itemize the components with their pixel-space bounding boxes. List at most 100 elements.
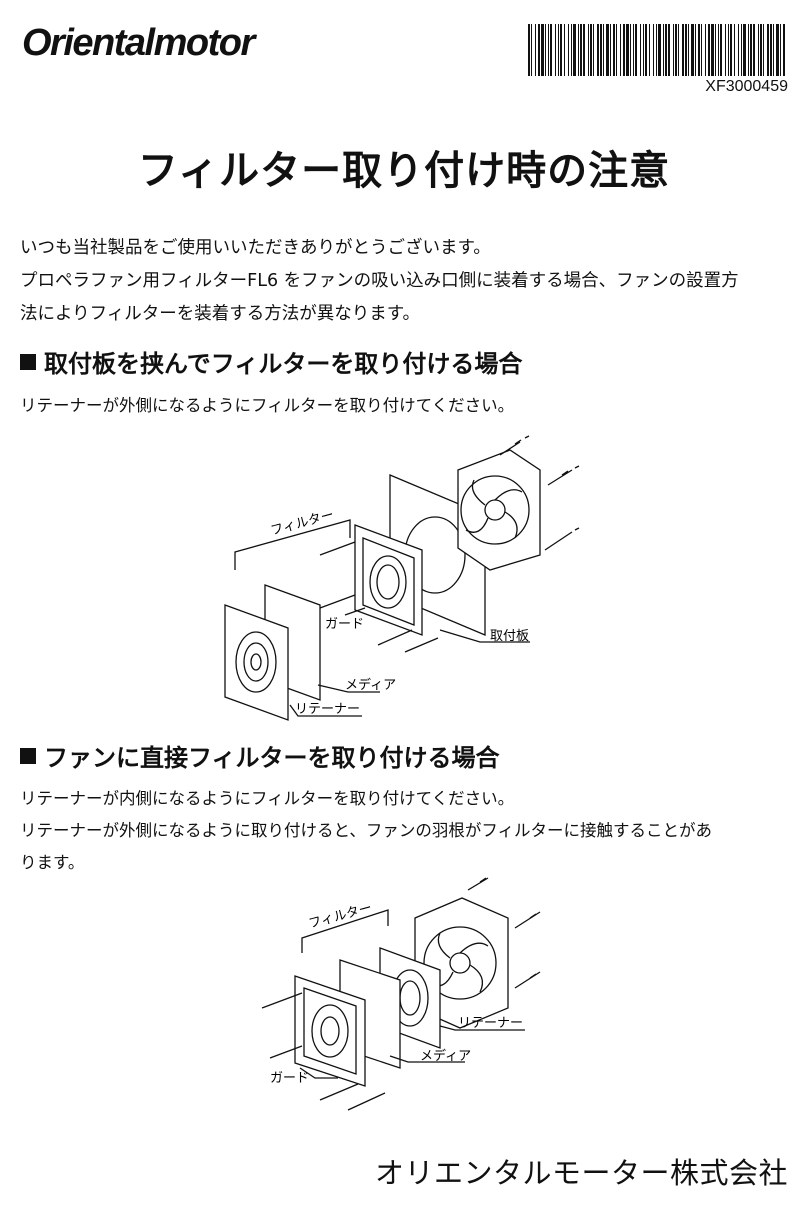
barcode-bar — [753, 24, 755, 76]
barcode-bar — [649, 24, 650, 76]
barcode-bar — [688, 24, 689, 76]
barcode-bar — [600, 24, 602, 76]
barcode-bar — [623, 24, 625, 76]
barcode-bar — [741, 24, 742, 76]
label-retainer: リテーナー — [458, 1016, 523, 1031]
barcode-bar — [573, 24, 576, 76]
brand-logo: Orientalmotor — [22, 22, 255, 64]
barcode-bar — [588, 24, 589, 76]
barcode-bar — [541, 24, 544, 76]
barcode-bar — [535, 24, 536, 76]
section2-heading: ファンに直接フィルターを取り付ける場合 — [20, 738, 500, 773]
barcode-bar — [708, 24, 710, 76]
intro-text: いつも当社製品をご使用いいただきありがとうございます。 プロペラファン用フィルタ… — [20, 232, 792, 331]
barcode-bar — [673, 24, 674, 76]
barcode-bar — [548, 24, 549, 76]
barcode-bar — [643, 24, 644, 76]
barcode-bar — [773, 24, 774, 76]
barcode-bar — [635, 24, 637, 76]
barcode-bar — [606, 24, 609, 76]
barcode-bar — [550, 24, 552, 76]
intro-line: プロペラファン用フィルターFL6 をファンの吸い込み口側に装着する場合、ファンの… — [20, 271, 739, 291]
barcode-bar — [583, 24, 585, 76]
section1-heading-text: 取付板を挟んでフィルターを取り付ける場合 — [44, 350, 523, 378]
barcode-bar — [633, 24, 634, 76]
barcode-bar — [776, 24, 779, 76]
barcode-bar — [705, 24, 706, 76]
company-name: オリエンタルモーター株式会社 — [374, 1156, 788, 1190]
barcode-bar — [645, 24, 647, 76]
barcode-bar — [658, 24, 661, 76]
barcode-bar — [663, 24, 664, 76]
barcode-bar — [738, 24, 739, 76]
barcode-bar — [531, 24, 532, 76]
note-line: リテーナーが内側になるようにフィルターを取り付けてください。 — [20, 789, 515, 808]
barcode-bar — [698, 24, 700, 76]
bullet-square-icon — [20, 354, 36, 370]
barcode-bar — [725, 24, 726, 76]
label-guard: ガード — [325, 617, 364, 632]
label-filter: フィルター — [269, 508, 335, 539]
barcode-bar — [763, 24, 764, 76]
label-filter: フィルター — [307, 901, 373, 932]
barcode-bar — [558, 24, 559, 76]
barcode-bar — [538, 24, 540, 76]
barcode-bar — [668, 24, 670, 76]
barcode-bar — [701, 24, 702, 76]
barcode-bar — [590, 24, 592, 76]
barcode-bar — [580, 24, 582, 76]
page-title: フィルター取り付け時の注意 — [137, 148, 671, 194]
barcode-bar — [720, 24, 722, 76]
barcode-bar — [613, 24, 615, 76]
section2-heading-text: ファンに直接フィルターを取り付ける場合 — [44, 744, 500, 772]
barcode-bar — [767, 24, 769, 76]
intro-line: 法によりフィルターを装着する方法が異なります。 — [20, 304, 421, 324]
barcode-bar — [568, 24, 569, 76]
barcode-bar — [656, 24, 657, 76]
document-code: XF3000459 — [705, 78, 788, 95]
barcode-bar — [626, 24, 629, 76]
barcode-bar — [675, 24, 677, 76]
barcode-bar — [610, 24, 611, 76]
barcode-bar — [685, 24, 687, 76]
barcode — [528, 24, 785, 76]
section1-heading: 取付板を挟んでフィルターを取り付ける場合 — [20, 344, 522, 379]
note-line: ります。 — [20, 853, 85, 872]
label-media: メディア — [345, 677, 396, 693]
diagram-mounting-plate: フィルター ガード 取付板 メディア リテーナー — [224, 435, 580, 721]
barcode-bar — [728, 24, 729, 76]
bullet-square-icon — [20, 748, 36, 764]
label-media: メディア — [420, 1048, 471, 1064]
label-retainer: リテーナー — [295, 702, 360, 717]
barcode-bar — [620, 24, 621, 76]
barcode-bar — [695, 24, 696, 76]
barcode-bar — [730, 24, 732, 76]
barcode-bar — [564, 24, 565, 76]
barcode-bar — [653, 24, 654, 76]
note-line: リテーナーが外側になるようにフィルターを取り付けてください。 — [20, 396, 515, 415]
barcode-bar — [748, 24, 749, 76]
barcode-bar — [715, 24, 716, 76]
label-guard: ガード — [270, 1071, 309, 1086]
barcode-bar — [665, 24, 667, 76]
section1-note: リテーナーが外側になるようにフィルターを取り付けてください。 — [20, 390, 792, 422]
barcode-bar — [528, 24, 530, 76]
barcode-bar — [616, 24, 617, 76]
barcode-bar — [758, 24, 759, 76]
barcode-bar — [630, 24, 631, 76]
barcode-bar — [640, 24, 641, 76]
barcode-bar — [678, 24, 679, 76]
barcode-bar — [560, 24, 562, 76]
barcode-bar — [578, 24, 579, 76]
intro-line: いつも当社製品をご使用いいただきありがとうございます。 — [20, 238, 491, 258]
barcode-bar — [711, 24, 714, 76]
barcode-bar — [743, 24, 746, 76]
barcode-bar — [770, 24, 772, 76]
barcode-bar — [555, 24, 556, 76]
barcode-bar — [750, 24, 752, 76]
barcode-bar — [682, 24, 684, 76]
barcode-bar — [734, 24, 735, 76]
barcode-bar — [593, 24, 594, 76]
barcode-bar — [780, 24, 781, 76]
barcode-bar — [603, 24, 604, 76]
